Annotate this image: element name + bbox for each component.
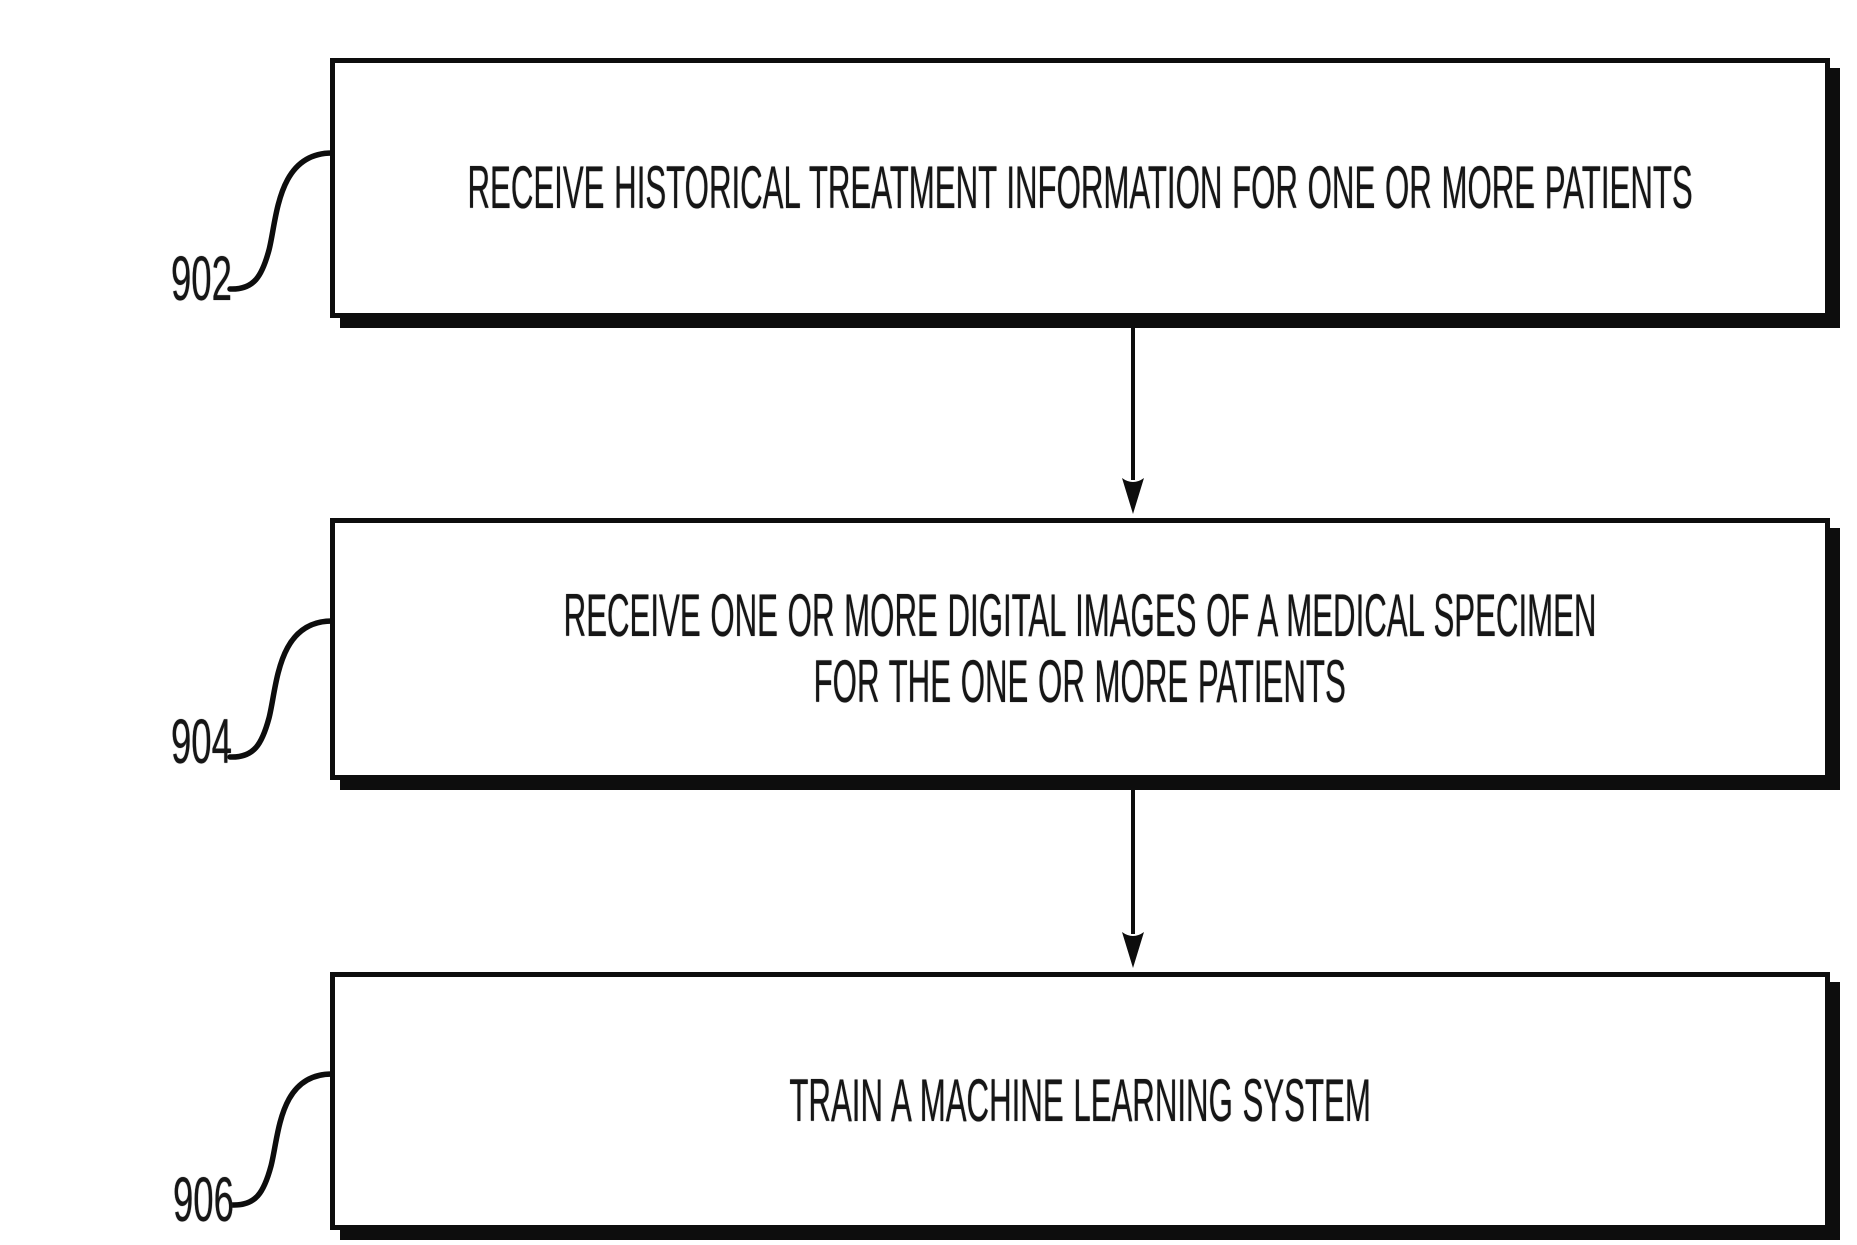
process-box-902: RECEIVE HISTORICAL TREATMENT INFORMATION… xyxy=(330,58,1830,318)
process-box-906: TRAIN A MACHINE LEARNING SYSTEM xyxy=(330,972,1830,1230)
leader-line-906 xyxy=(229,1071,335,1208)
arrow-902-to-904 xyxy=(1122,319,1144,514)
process-box-902-label: RECEIVE HISTORICAL TREATMENT INFORMATION… xyxy=(467,154,1693,221)
leader-line-902 xyxy=(227,150,335,292)
process-box-906-label: TRAIN A MACHINE LEARNING SYSTEM xyxy=(789,1067,1371,1134)
arrowhead-icon xyxy=(1122,478,1144,514)
process-box-904-label-line2: FOR THE ONE OR MORE PATIENTS xyxy=(813,648,1347,715)
process-box-904-label-line1: RECEIVE ONE OR MORE DIGITAL IMAGES OF A … xyxy=(563,582,1597,649)
ref-label-902: 902 xyxy=(170,244,232,314)
ref-label-904: 904 xyxy=(170,707,232,777)
ref-label-906: 906 xyxy=(172,1165,234,1235)
process-box-904: RECEIVE ONE OR MORE DIGITAL IMAGES OF A … xyxy=(330,518,1830,780)
arrowhead-icon xyxy=(1122,932,1144,968)
leader-line-904 xyxy=(227,618,335,760)
arrow-904-to-906 xyxy=(1122,781,1144,968)
